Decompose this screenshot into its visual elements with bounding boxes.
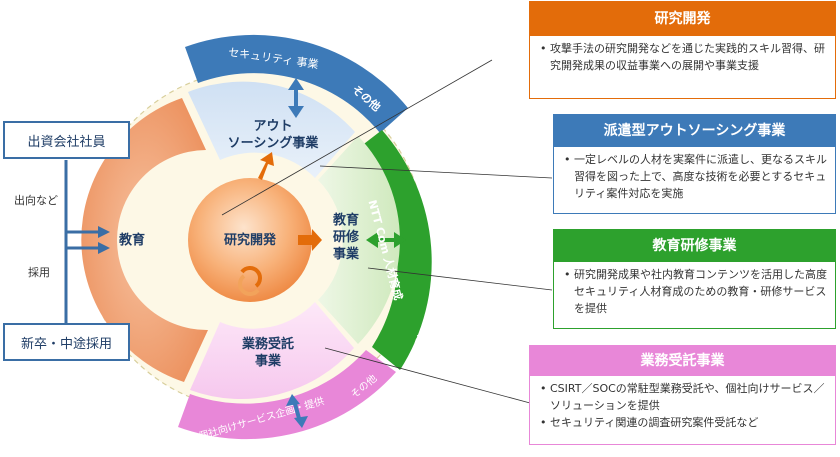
training-label: 教育 研修 事業 <box>332 213 359 262</box>
outsourcing-label: アウト ソーシング事業 <box>227 119 319 151</box>
contract-card-title: 業務受託事業 <box>529 345 836 375</box>
outsourcing-card-title: 派遣型アウトソーシング事業 <box>553 114 836 146</box>
core-to-training-arrow <box>298 229 322 251</box>
rnd-card-item: 攻撃手法の研究開発などを通じた実践的スキル習得、研究開発成果の収益事業への展開や… <box>540 40 827 74</box>
outsourcing-link-arrow <box>288 78 304 118</box>
contract-card-body: CSIRT／SOCの常駐型業務受託や、個社向けサービス／ソリューションを提供 セ… <box>529 375 836 445</box>
source-connectors <box>64 160 110 330</box>
contract-label: 業務受託 事業 <box>241 337 294 369</box>
outsourcing-segment <box>188 81 355 178</box>
security-business-arc <box>185 34 408 133</box>
training-card-title: 教育研修事業 <box>553 229 836 261</box>
rnd-core <box>188 178 312 302</box>
new-hires-box: 新卒・中途採用 <box>3 323 130 361</box>
recruit-label: 採用 <box>28 266 50 279</box>
leader-lines <box>221 59 553 404</box>
training-link-arrow <box>366 232 406 248</box>
rnd-card-body: 攻撃手法の研究開発などを通じた実践的スキル習得、研究開発成果の収益事業への展開や… <box>529 35 836 99</box>
rnd-label: 研究開発 <box>223 233 276 248</box>
rnd-card-title: 研究開発 <box>529 1 836 35</box>
education-band <box>81 98 208 382</box>
new-hires-label: 新卒・中途採用 <box>20 336 112 352</box>
contract-link-arrow <box>286 394 308 428</box>
secondment-label: 出向など <box>14 194 58 207</box>
individual-services-arc <box>178 350 396 440</box>
contract-segment <box>190 302 354 400</box>
employees-box: 出資会社社員 <box>3 121 130 159</box>
ntt-com-training-arc <box>356 130 432 370</box>
outsourcing-card-body: 一定レベルの人材を実案件に派遣し、更なるスキル習得を図った上で、高度な技術を必要… <box>553 146 836 214</box>
contract-card-item: セキュリティ関連の調査研究案件受託など <box>540 414 827 431</box>
training-segment <box>318 136 400 344</box>
education-label: 教育 <box>118 233 145 248</box>
outsourcing-card-item: 一定レベルの人材を実案件に派遣し、更なるスキル習得を図った上で、高度な技術を必要… <box>564 151 827 202</box>
contract-card-item: CSIRT／SOCの常駐型業務受託や、個社向けサービス／ソリューションを提供 <box>540 380 827 414</box>
employees-label: 出資会社社員 <box>27 134 106 150</box>
cycle-icon <box>238 266 262 296</box>
training-card-item: 研究開発成果や社内教育コンテンツを活用した高度セキュリティ人材育成のための教育・… <box>564 266 827 317</box>
core-to-outsourcing-arrow <box>258 152 274 180</box>
training-card-body: 研究開発成果や社内教育コンテンツを活用した高度セキュリティ人材育成のための教育・… <box>553 261 836 329</box>
